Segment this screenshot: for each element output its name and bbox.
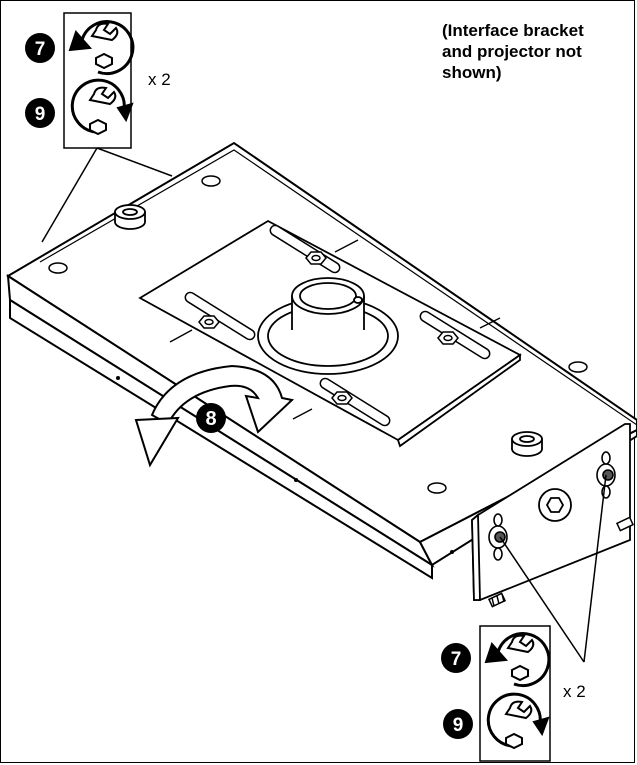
- bottom-tighten-step: 9: [453, 715, 464, 736]
- side-holes: [116, 376, 454, 554]
- top-tighten-step: 9: [35, 104, 46, 125]
- wrench-loosen-icon: [68, 20, 135, 76]
- top-loosen-step: 7: [35, 39, 46, 60]
- corner-bolt: [511, 431, 543, 457]
- top-multiplier: x 2: [148, 70, 171, 89]
- mounting-holes: [48, 175, 588, 494]
- bottom-loosen-step: 7: [451, 649, 462, 670]
- wrench-tighten-icon: [70, 78, 134, 136]
- threaded-stud: [487, 516, 635, 608]
- rotation-step-badge: 8: [196, 403, 226, 433]
- bracket-knob: [538, 488, 572, 522]
- rotate-arrow-icon: [134, 364, 295, 468]
- bottom-callout: 7 9 x 2: [441, 474, 607, 762]
- slot-nuts: [198, 251, 459, 405]
- note-text: (Interface bracket and projector not sho…: [442, 21, 584, 82]
- wrench-loosen-icon: [484, 632, 551, 688]
- bottom-multiplier: x 2: [563, 682, 586, 701]
- corner-bolt: [114, 204, 146, 230]
- slot-lines: [169, 239, 501, 420]
- rotation-step-number: 8: [205, 408, 216, 430]
- center-tube: [257, 277, 399, 375]
- top-callout: 7 9 x 2: [25, 12, 173, 243]
- wrench-tighten-icon: [486, 692, 550, 750]
